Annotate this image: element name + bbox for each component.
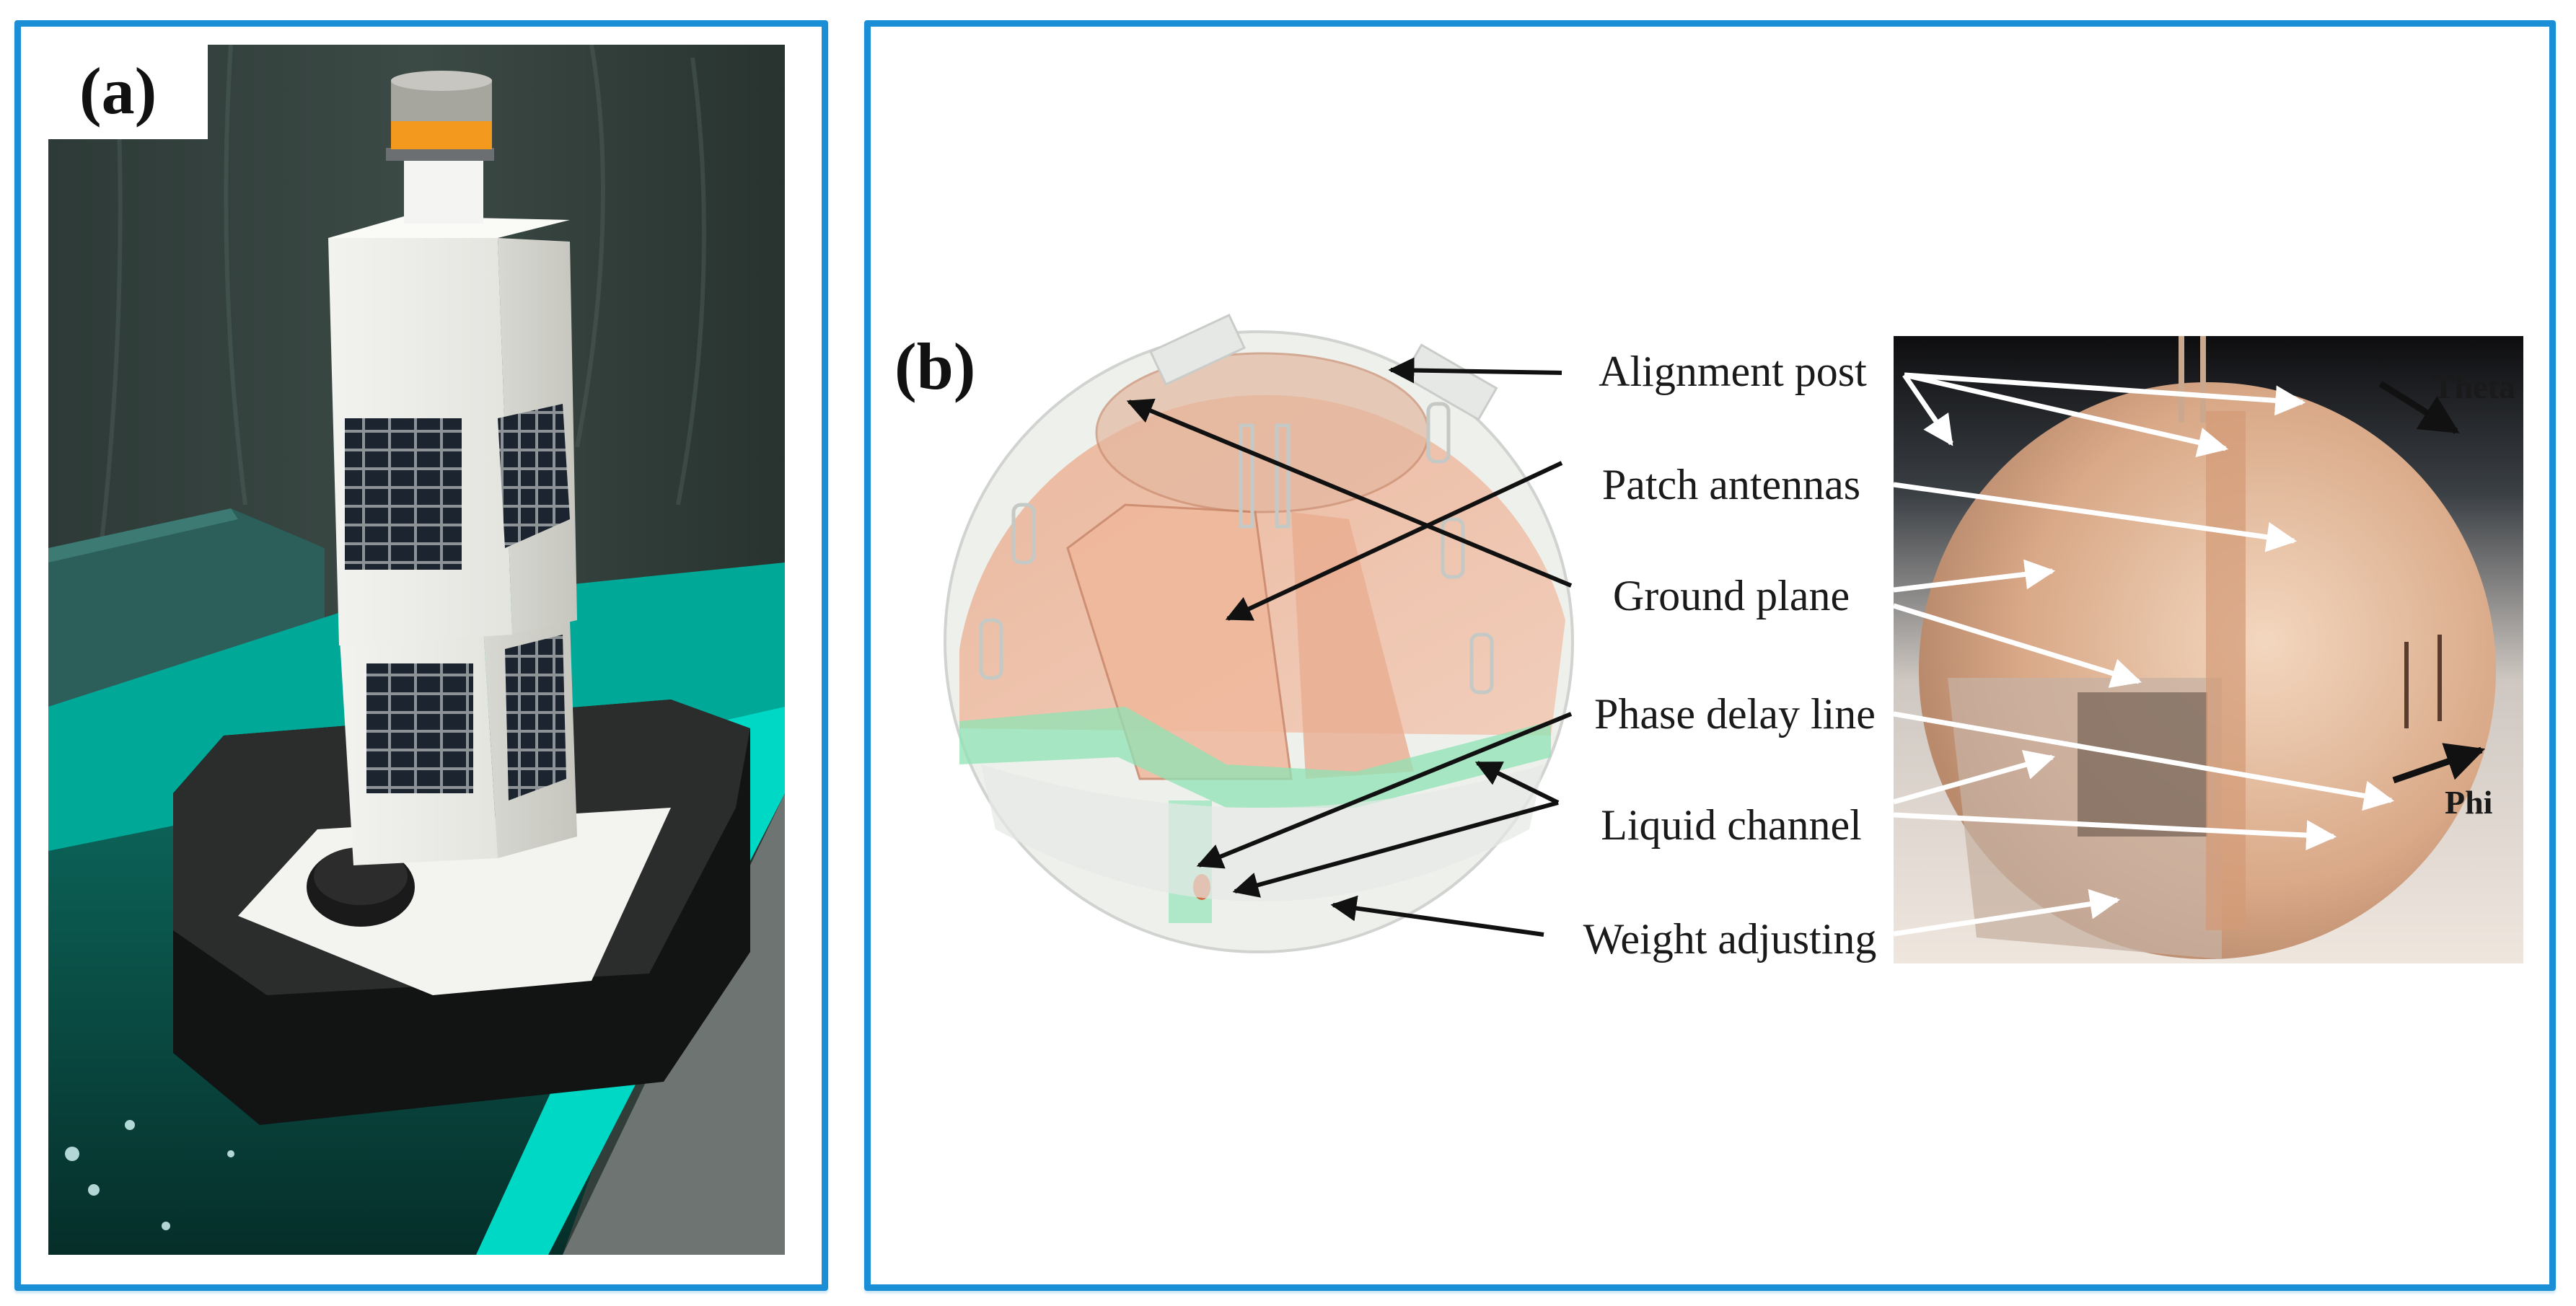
photo-arrow-alignment-3 <box>1904 372 2306 416</box>
photo-arrow-weight <box>1894 888 2121 937</box>
beacon-base <box>386 148 494 161</box>
phi-arrow <box>2392 743 2486 784</box>
callout-alignment-post: Alignment post <box>1599 348 1867 395</box>
leader-ground-plane <box>1126 398 1573 588</box>
panel-b-frame <box>864 20 2556 1291</box>
theta-label: Theta <box>2432 369 2515 405</box>
beacon-amber-band <box>391 119 492 149</box>
phi-label: Phi <box>2445 784 2493 821</box>
photo-arrow-alignment-1 <box>1902 374 1953 446</box>
sphere-diagram <box>944 313 1574 953</box>
photo-arrow-ground-2 <box>1894 603 2142 688</box>
callout-ground-plane: Ground plane <box>1612 572 1850 619</box>
sphere-photo <box>1894 336 2523 963</box>
leader-alignment-post <box>1388 357 1562 384</box>
panel-a-label: (a) <box>79 54 157 128</box>
callout-liquid-channel: Liquid channel <box>1601 801 1862 849</box>
mast <box>404 151 483 224</box>
panel-a-frame <box>14 20 828 1291</box>
callout-phase-delay-line: Phase delay line <box>1594 690 1876 738</box>
photo-arrow-liquid-2 <box>1894 812 2337 851</box>
leader-liquid-channel-1 <box>1474 761 1560 805</box>
photo-arrow-patch <box>1894 482 2298 552</box>
callout-patch-antennas: Patch antennas <box>1601 461 1861 508</box>
leader-phase-delay-line <box>1196 712 1573 869</box>
leader-patch-antennas <box>1225 461 1563 621</box>
photo-arrow-alignment-2 <box>1904 372 2229 458</box>
callout-weight-adjusting: Weight adjusting <box>1583 915 1877 963</box>
panel-b-label: (b) <box>894 330 976 403</box>
leader-liquid-channel-2 <box>1232 800 1559 898</box>
photo-arrow-liquid-1 <box>1894 750 2056 805</box>
theta-arrow <box>2378 381 2460 434</box>
photo-arrow-phase <box>1894 711 2395 811</box>
photo-arrow-ground-1 <box>1894 559 2056 593</box>
leader-weight-adjusting <box>1330 895 1544 937</box>
